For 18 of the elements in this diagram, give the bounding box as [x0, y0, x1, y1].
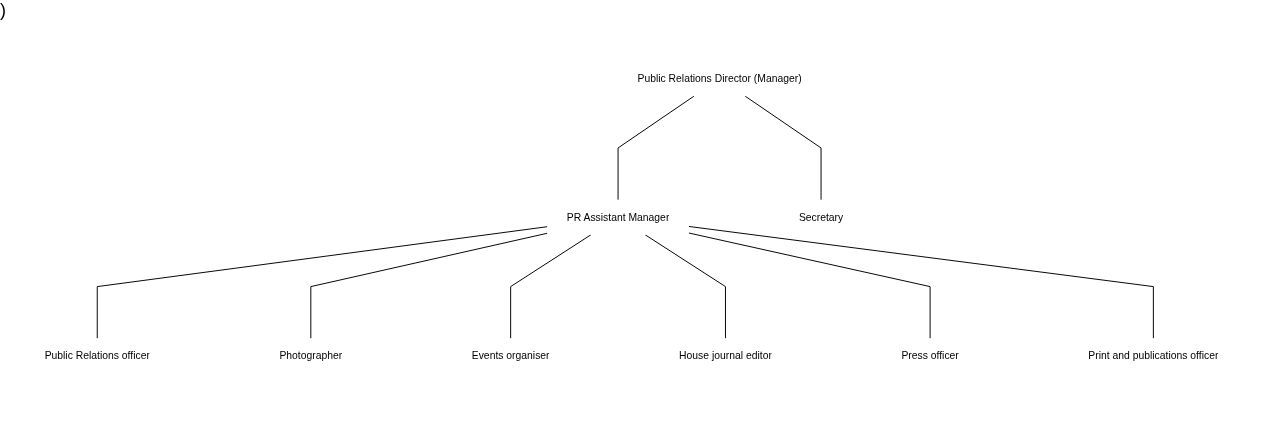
node-text: Photographer: [279, 350, 343, 362]
connector: [688, 232, 931, 340]
node-text: Events organiser: [471, 350, 550, 362]
panel-letter: ): [0, 0, 6, 20]
node-text: PR Assistant Manager: [566, 211, 670, 223]
connector: [510, 234, 592, 340]
connector: [644, 234, 726, 340]
node-text: Secretary: [798, 211, 844, 223]
node-text: Public Relations Director (Manager): [637, 73, 802, 85]
connector: [744, 95, 822, 201]
node-text: Print and publications officer: [1088, 350, 1219, 362]
node-text: House journal editor: [679, 350, 772, 362]
connector: [617, 95, 695, 201]
node-text: Press officer: [901, 350, 959, 362]
connector: [310, 232, 548, 340]
connector: [96, 226, 548, 340]
node-text: Public Relations officer: [44, 350, 150, 362]
connector: [688, 226, 1154, 340]
